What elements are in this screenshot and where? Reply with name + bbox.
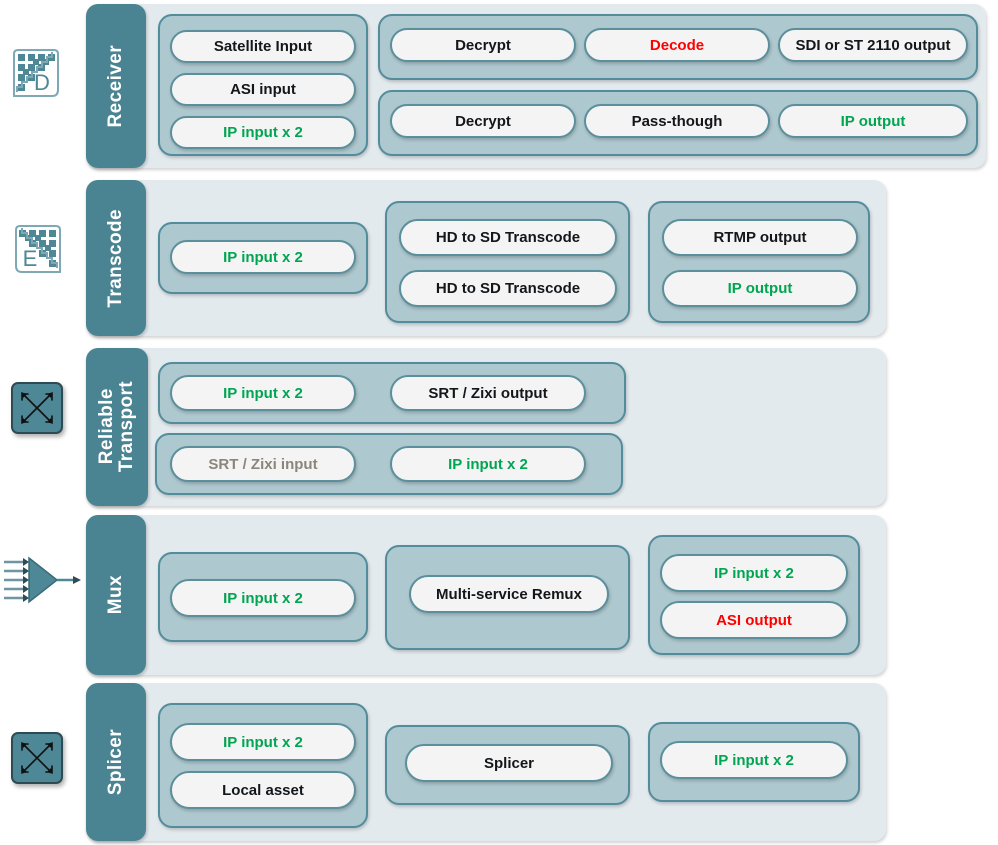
pill-hd-to-sd-transcode-2[interactable]: HD to SD Transcode (399, 270, 617, 307)
pill-local-asset[interactable]: Local asset (170, 771, 356, 809)
row-label-mux: Mux (86, 515, 146, 675)
pill-decrypt-1[interactable]: Decrypt (390, 28, 576, 62)
group-mux-process: Multi-service Remux (385, 545, 630, 650)
group-transport-chain-1: IP input x 2 SRT / Zixi output (158, 362, 626, 424)
pill-ip-input-x2-transport-2[interactable]: IP input x 2 (390, 446, 586, 482)
svg-text:E: E (23, 246, 38, 271)
crossover-switch-icon (11, 382, 63, 434)
pill-multi-service-remux[interactable]: Multi-service Remux (409, 575, 609, 613)
row-icon-mux (2, 550, 81, 612)
pill-decode[interactable]: Decode (584, 28, 770, 62)
pill-pass-though[interactable]: Pass-though (584, 104, 770, 138)
pill-ip-input-x2-transcode[interactable]: IP input x 2 (170, 240, 356, 274)
pill-ip-output-transcode[interactable]: IP output (662, 270, 858, 307)
encoder-e-icon: E (8, 216, 66, 278)
crossover-switch-icon (11, 732, 63, 784)
row-icon-splicer (11, 732, 63, 784)
pill-ip-input-x2-mux-out[interactable]: IP input x 2 (660, 554, 848, 592)
pill-ip-input-x2-splicer[interactable]: IP input x 2 (170, 723, 356, 761)
row-label-text: Transcode (105, 208, 127, 308)
mux-funnel-icon (2, 550, 81, 612)
pill-rtmp-output[interactable]: RTMP output (662, 219, 858, 256)
pill-ip-input-x2-mux[interactable]: IP input x 2 (170, 579, 356, 617)
pill-asi-output[interactable]: ASI output (660, 601, 848, 639)
row-icon-reliable-transport (11, 382, 63, 434)
pill-hd-to-sd-transcode-1[interactable]: HD to SD Transcode (399, 219, 617, 256)
group-transcode-outputs: RTMP output IP output (648, 201, 870, 323)
row-label-splicer: Splicer (86, 683, 146, 841)
row-label-receiver: Receiver (86, 4, 146, 168)
group-splicer-inputs: IP input x 2 Local asset (158, 703, 368, 828)
row-icon-receiver: D (8, 40, 66, 102)
group-receiver-inputs: Satellite Input ASI input IP input x 2 (158, 14, 368, 156)
group-receiver-chain-2: Decrypt Pass-though IP output (378, 90, 978, 156)
pill-ip-input-x2-splicer-out[interactable]: IP input x 2 (660, 741, 848, 779)
pill-asi-input[interactable]: ASI input (170, 73, 356, 106)
pill-ip-input-x2[interactable]: IP input x 2 (170, 116, 356, 149)
decoder-d-icon: D (8, 40, 66, 102)
group-transport-chain-2: SRT / Zixi input IP input x 2 (155, 433, 623, 495)
pill-srt-zixi-input[interactable]: SRT / Zixi input (170, 446, 356, 482)
row-label-text: Splicer (105, 728, 127, 796)
group-mux-inputs: IP input x 2 (158, 552, 368, 642)
pill-decrypt-2[interactable]: Decrypt (390, 104, 576, 138)
row-icon-transcode: E (8, 216, 66, 278)
row-label-transcode: Transcode (86, 180, 146, 336)
pill-sdi-or-st2110-output[interactable]: SDI or ST 2110 output (778, 28, 968, 62)
group-transcode-inputs: IP input x 2 (158, 222, 368, 294)
row-label-text: Mux (105, 575, 127, 615)
row-label-reliable-transport: Reliable Transport (86, 348, 148, 506)
pill-splicer[interactable]: Splicer (405, 744, 613, 782)
group-receiver-chain-1: Decrypt Decode SDI or ST 2110 output (378, 14, 978, 80)
row-label-text: Reliable Transport (96, 381, 137, 473)
row-label-text: Receiver (105, 44, 127, 128)
svg-text:D: D (34, 70, 50, 95)
group-mux-outputs: IP input x 2 ASI output (648, 535, 860, 655)
pill-ip-input-x2-transport-1[interactable]: IP input x 2 (170, 375, 356, 411)
pill-ip-output-receiver[interactable]: IP output (778, 104, 968, 138)
pill-srt-zixi-output[interactable]: SRT / Zixi output (390, 375, 586, 411)
pill-satellite-input[interactable]: Satellite Input (170, 30, 356, 63)
group-splicer-process: Splicer (385, 725, 630, 805)
group-splicer-outputs: IP input x 2 (648, 722, 860, 802)
group-transcode-process: HD to SD Transcode HD to SD Transcode (385, 201, 630, 323)
